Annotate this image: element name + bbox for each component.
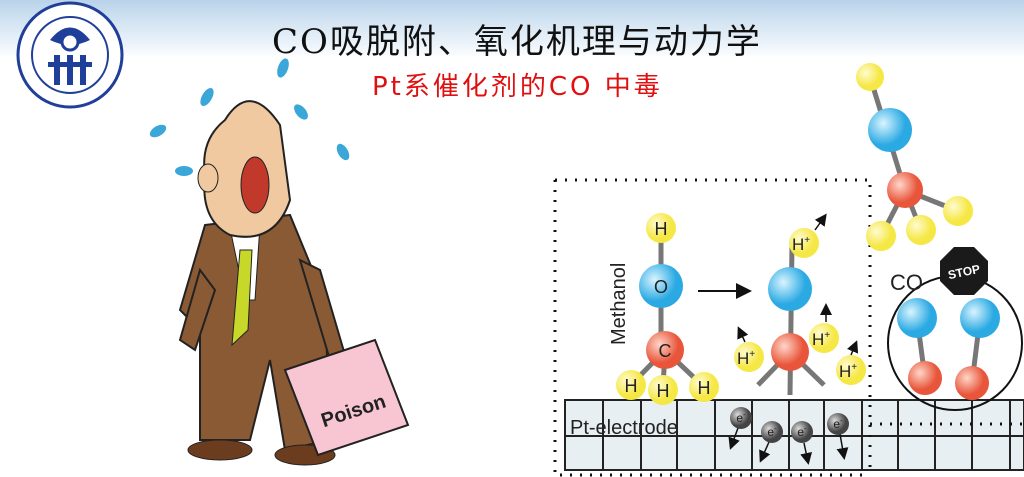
- poison-sign: Poison: [283, 338, 410, 457]
- dotted-boundary: [553, 178, 1024, 477]
- university-logo: [16, 1, 124, 109]
- electrons: e- e- e- e-: [728, 407, 849, 465]
- proton-label: H+: [737, 349, 755, 368]
- sky-header-band: [0, 0, 1024, 58]
- co-label: CO: [890, 270, 923, 295]
- atom-label: H: [657, 381, 670, 401]
- slide-subtitle: Pt系催化剂的CO 中毒: [372, 72, 663, 102]
- adsorbed-intermediate: H+ H+ H+ H+: [734, 213, 866, 396]
- atom-label: H: [655, 219, 668, 239]
- sweat-drops-icon: [149, 58, 350, 176]
- atom-label: H: [625, 376, 638, 396]
- atom-label: O: [654, 277, 668, 297]
- electrode-label: Pt-electrode: [570, 417, 678, 439]
- methanol-3d-molecule: [856, 63, 973, 251]
- atom-label: H: [698, 378, 711, 398]
- methanol-label: Methanol: [608, 263, 630, 345]
- atom-label: C: [659, 341, 672, 361]
- electron-label: e-: [767, 424, 777, 439]
- proton-label: H+: [792, 235, 810, 254]
- stop-sign-icon: STOP: [940, 247, 988, 295]
- electron-label: e-: [797, 424, 807, 439]
- stop-label: STOP: [947, 262, 982, 282]
- proton-label: H+: [812, 330, 830, 349]
- slide-title: CO吸脱附、氧化机理与动力学: [272, 22, 762, 62]
- proton-label: H+: [839, 362, 857, 381]
- methanol-molecule: H O C H H H Methanol: [608, 213, 719, 405]
- electron-label: e-: [736, 410, 746, 425]
- adsorbed-co: CO: [887, 270, 1023, 411]
- electron-label: e-: [833, 416, 843, 431]
- poisoned-man-cartoon: Poison: [149, 58, 410, 466]
